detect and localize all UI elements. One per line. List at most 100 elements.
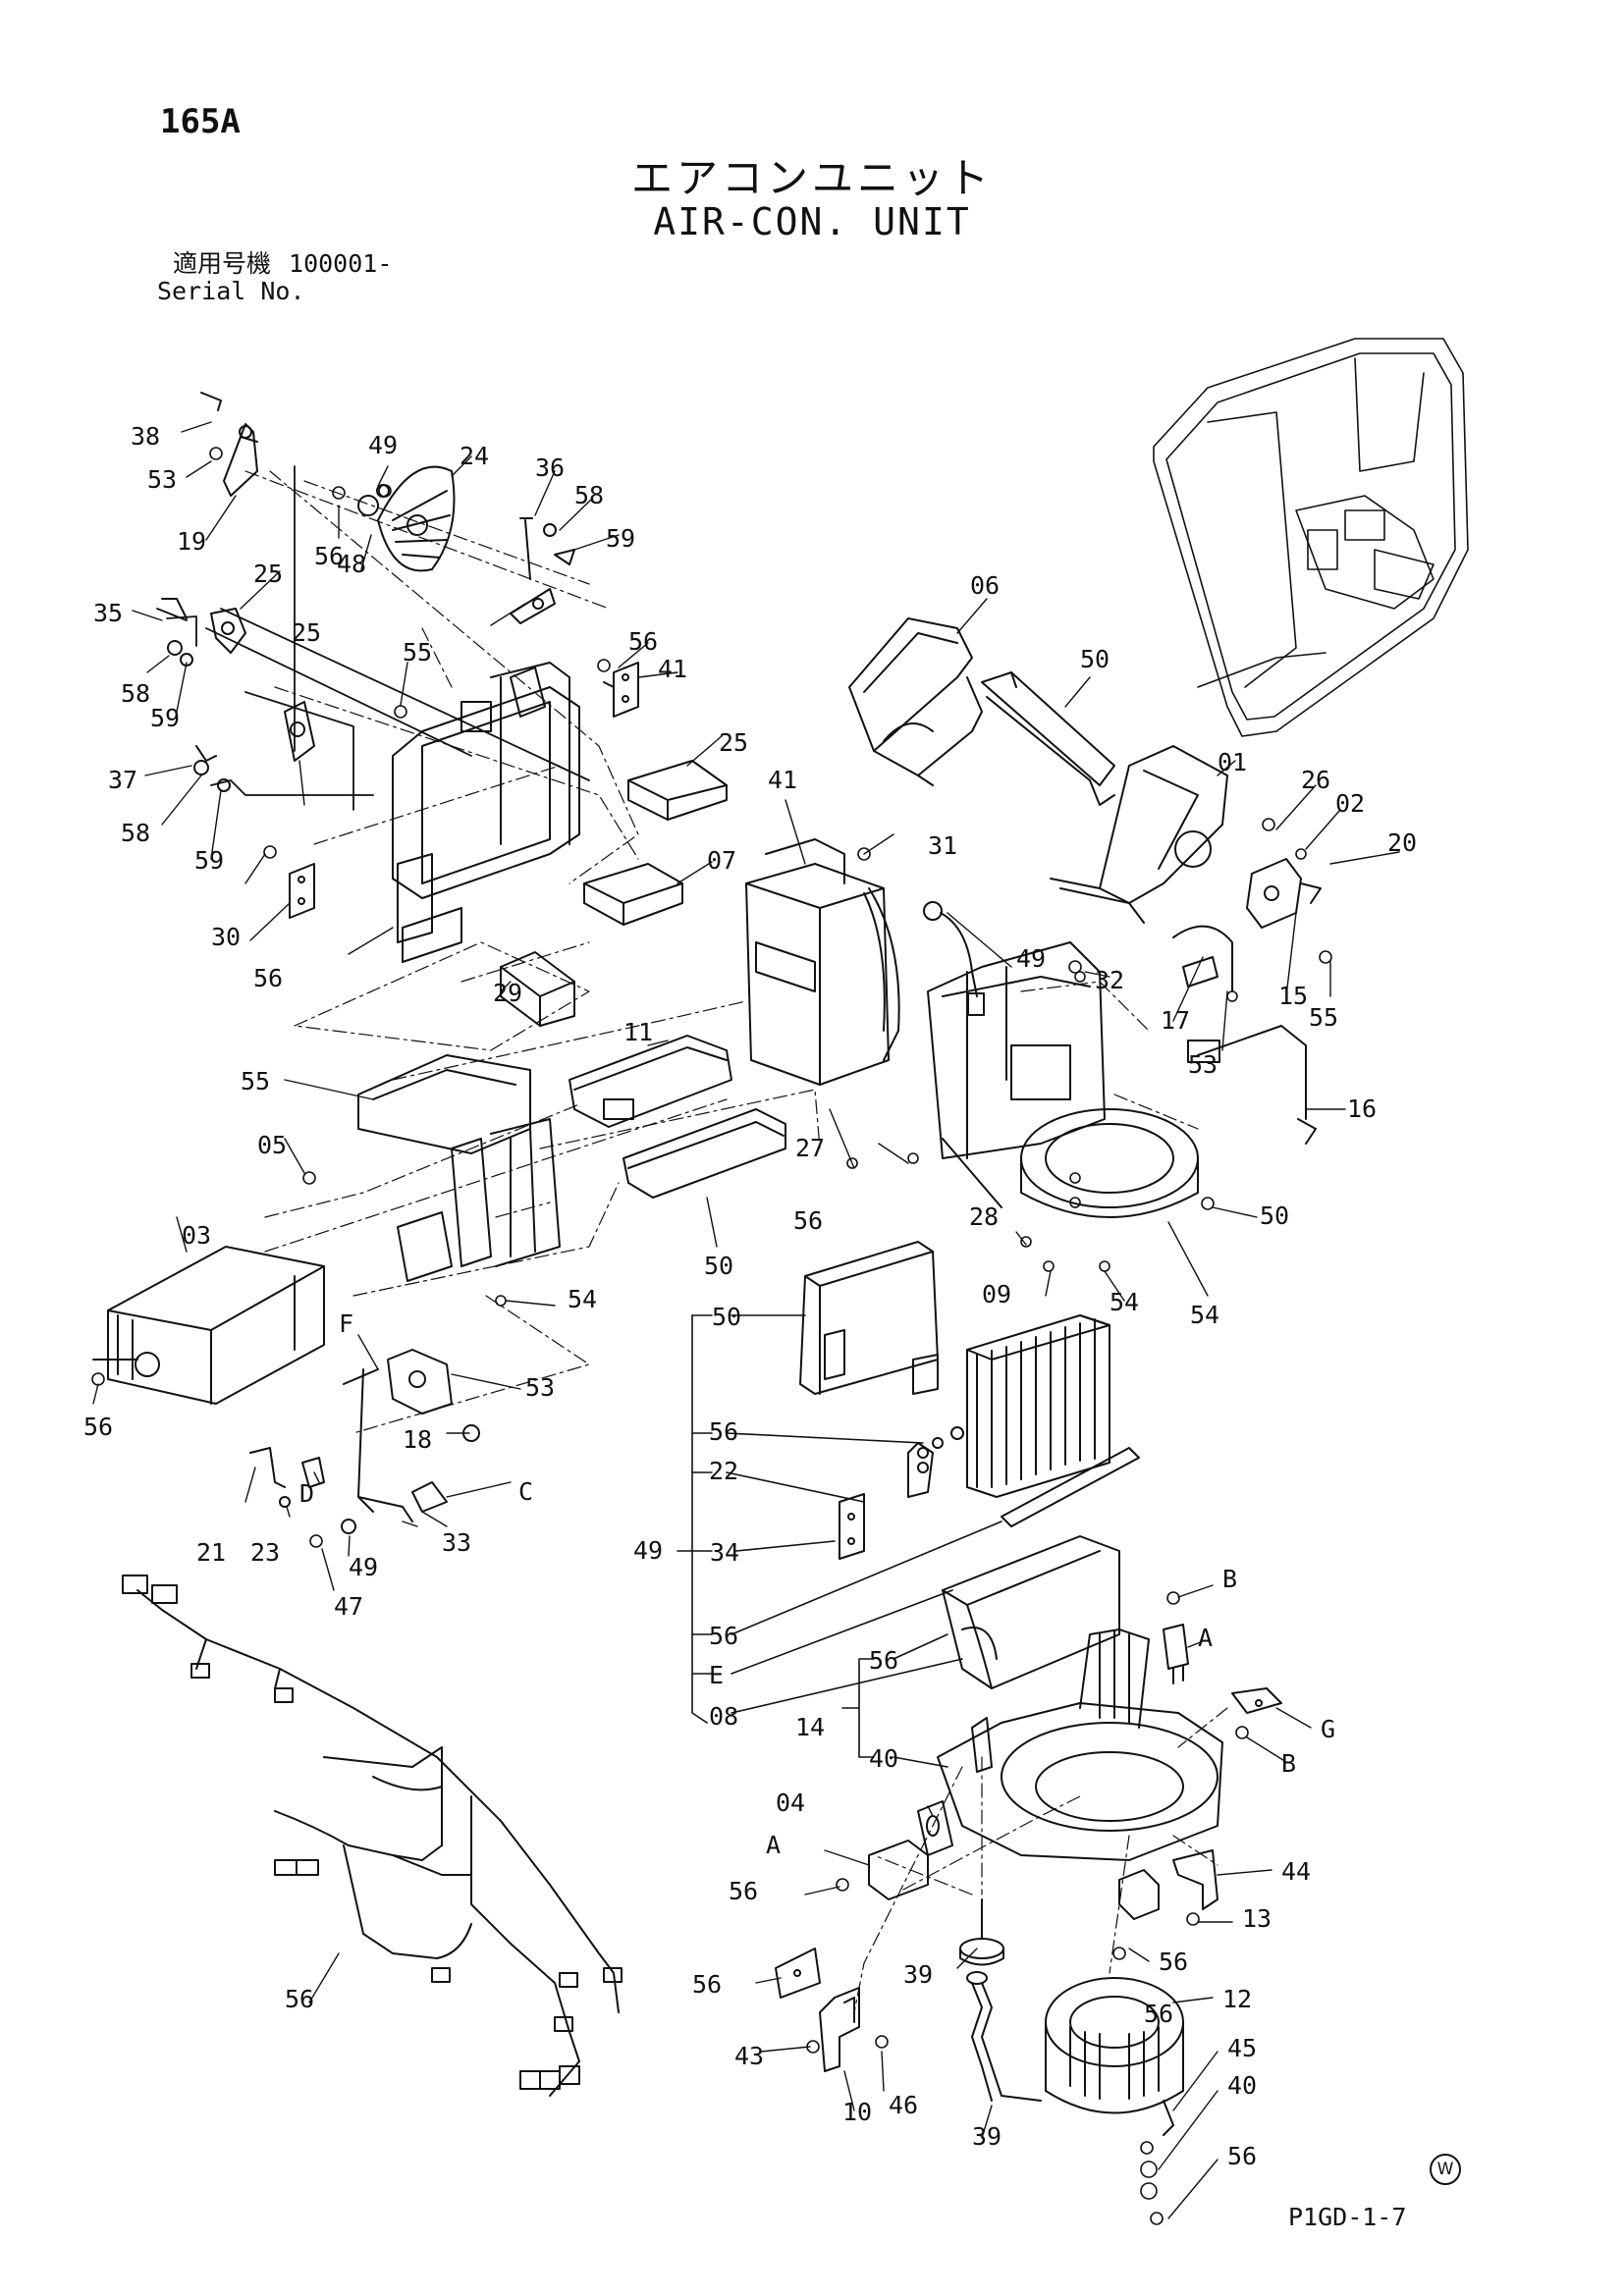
callout-label: 39	[903, 1960, 933, 1989]
lever-19	[200, 392, 258, 497]
watermark-circle: W	[1430, 2154, 1461, 2185]
callout-label: 56	[253, 964, 283, 992]
callout-label: 54	[568, 1285, 597, 1313]
callout-label: 05	[257, 1131, 287, 1159]
callout-label: 12	[1222, 1985, 1252, 2013]
callout-label: 50	[1080, 645, 1110, 673]
callout-label: 22	[709, 1457, 738, 1485]
bracket-40-upper	[1231, 1687, 1282, 1714]
drawing-reference-code: P1GD-1-7	[1288, 2203, 1407, 2231]
callout-label: 10	[842, 2098, 872, 2126]
callout-label: 09	[982, 1280, 1011, 1308]
duct-02	[1050, 745, 1228, 924]
callout-label: C	[518, 1477, 533, 1506]
callout-label: 36	[535, 454, 565, 482]
case-06	[745, 838, 900, 1086]
blower-motor-10	[1045, 1977, 1184, 2136]
callout-label: 58	[121, 679, 150, 708]
gear-24	[357, 465, 456, 572]
page-title-en: AIR-CON. UNIT	[653, 200, 971, 243]
callout-label: 35	[93, 599, 123, 627]
callout-label: 31	[928, 831, 957, 860]
callout-label: 04	[776, 1789, 805, 1817]
callout-label: 40	[1227, 2071, 1257, 2100]
heater-09	[92, 1246, 325, 1405]
callout-label: 32	[1095, 966, 1124, 994]
callout-label: 24	[460, 442, 489, 470]
callout-label: 33	[442, 1528, 471, 1557]
blower-case-03	[927, 941, 1199, 1218]
callout-label: 27	[795, 1134, 825, 1162]
serial-value: 100001-	[289, 249, 393, 278]
callout-label: 06	[970, 571, 1000, 600]
callout-label: 49	[349, 1553, 378, 1581]
callout-label: 44	[1281, 1857, 1311, 1886]
callout-label: 29	[493, 979, 522, 1007]
callout-label: 49	[633, 1536, 663, 1565]
callout-label: 54	[1110, 1288, 1139, 1316]
panel-27	[568, 1035, 732, 1128]
callout-label: B	[1222, 1565, 1237, 1593]
callout-label: 38	[131, 422, 160, 451]
group-brackets	[677, 1314, 1002, 1768]
callout-label: 21	[196, 1538, 226, 1567]
callout-label: 58	[574, 481, 604, 509]
callout-label: 37	[108, 766, 137, 794]
duct-26	[981, 671, 1115, 806]
callout-label: 18	[403, 1425, 432, 1454]
callout-label: 03	[182, 1221, 211, 1250]
callout-label: 25	[719, 728, 748, 757]
serial-label-jp: 適用号機	[173, 249, 272, 278]
callout-label: 25	[253, 560, 283, 588]
callout-label: 07	[707, 846, 736, 875]
callout-label: 56	[869, 1646, 898, 1675]
callout-label: 48	[337, 550, 366, 578]
page-code: 165A	[160, 102, 241, 141]
callout-label: 56	[1159, 1948, 1188, 1976]
callout-label: 16	[1347, 1095, 1377, 1123]
callout-label: 56	[285, 1985, 314, 2013]
leader-lines	[92, 421, 1400, 2219]
callout-label: 56	[1227, 2142, 1257, 2170]
bracket-41-upper	[603, 662, 639, 718]
callout-label: 25	[292, 618, 321, 647]
callout-label: G	[1321, 1715, 1335, 1743]
callout-label: 56	[628, 627, 658, 656]
lower-case-04	[937, 1535, 1223, 1861]
hose-42	[966, 1971, 1042, 2102]
serial-label-en: Serial No.	[157, 277, 305, 305]
callout-label: 28	[969, 1202, 999, 1231]
callout-label: 49	[1016, 944, 1046, 973]
cab-outline	[1153, 338, 1469, 737]
callout-label: 50	[712, 1303, 741, 1331]
callout-label: 53	[147, 465, 177, 494]
callout-label: 55	[1309, 1003, 1338, 1032]
evaporator-08	[799, 1241, 1140, 1560]
actuator-18	[249, 1349, 480, 1534]
callout-label: 59	[606, 524, 635, 553]
lever-36	[510, 517, 575, 624]
bracket-41-lower	[289, 863, 315, 919]
callout-label: 45	[1227, 2034, 1257, 2062]
damper-door-29	[583, 863, 683, 926]
damper-door-30	[627, 760, 728, 821]
crank-35-25	[161, 598, 246, 667]
callout-label: 08	[709, 1702, 738, 1731]
damper-frame-07	[392, 662, 580, 963]
actuator-17	[1172, 858, 1322, 992]
callout-label: 49	[368, 431, 398, 459]
harness-11	[1187, 1025, 1317, 1145]
callout-label: 59	[194, 846, 224, 875]
callout-label: 19	[177, 527, 206, 556]
callout-label: 01	[1218, 748, 1247, 776]
harness-15	[923, 901, 985, 1016]
callout-label: F	[339, 1309, 353, 1338]
crank-37-25	[193, 701, 315, 792]
callout-label: 56	[692, 1970, 722, 1999]
callout-label: 43	[734, 2042, 764, 2070]
grommet-45	[959, 1898, 1004, 1966]
callout-label: 58	[121, 819, 150, 847]
duct-01	[848, 617, 983, 786]
